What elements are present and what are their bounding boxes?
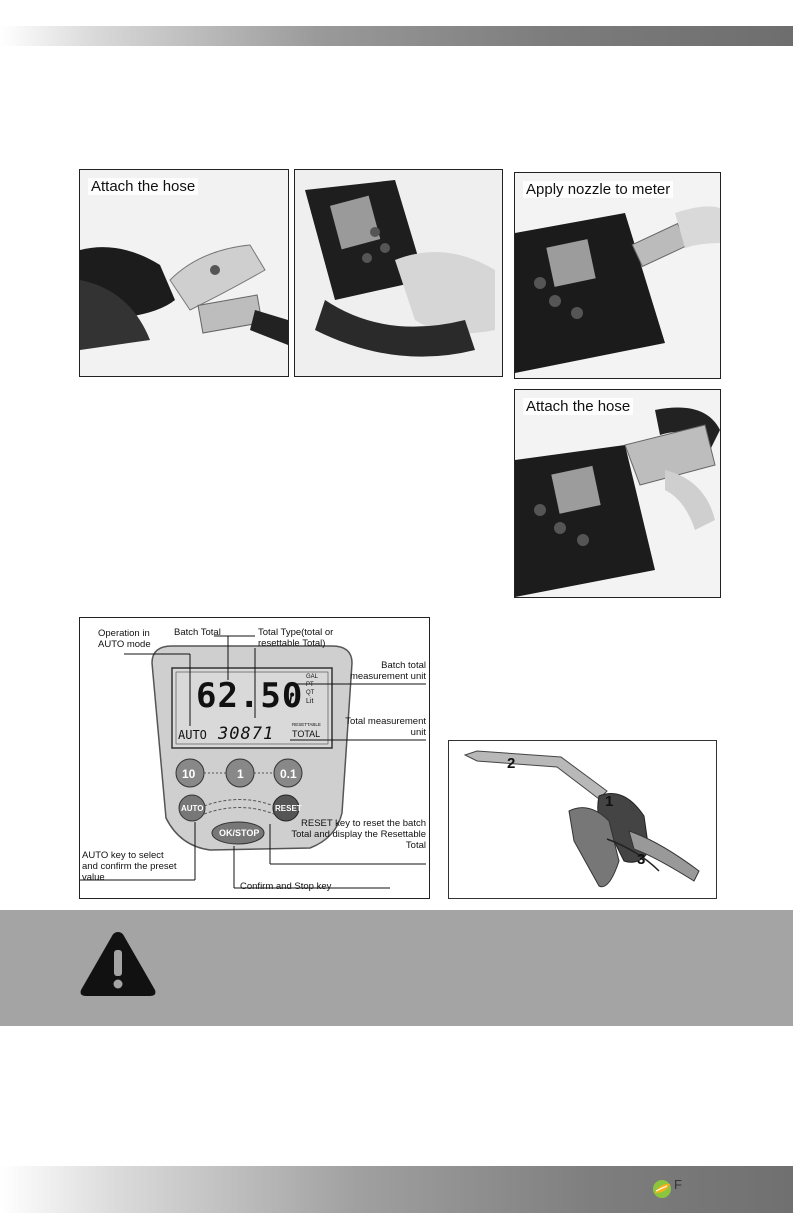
photo1-caption: Attach the hose bbox=[88, 178, 199, 195]
nozzle-label-3: 3 bbox=[637, 851, 646, 868]
nozzle-drawing bbox=[463, 750, 700, 888]
lcd-unit-lit: Lit bbox=[306, 698, 314, 705]
photo-attach-hose-1: Attach the hose bbox=[79, 169, 289, 377]
annotation-total-unit: Total measurement unit bbox=[345, 716, 426, 738]
attach-hose-wrench-photo bbox=[515, 390, 720, 597]
photo-attach-hose-2: Attach the hose bbox=[514, 389, 721, 598]
lcd-batch-value: 62.50 bbox=[196, 676, 304, 716]
lcd-unit-qt: QT bbox=[306, 690, 315, 696]
meter-grip-photo bbox=[295, 170, 502, 376]
nozzle-label-2: 2 bbox=[507, 755, 516, 772]
annotation-operation-auto: Operation in AUTO mode bbox=[98, 628, 151, 650]
lcd-unit-pt: PT bbox=[306, 682, 314, 688]
lcd-total-value: 30871 bbox=[218, 724, 275, 744]
lcd-total-type: TOTAL bbox=[292, 729, 321, 739]
key-10: 10 bbox=[182, 767, 196, 781]
annotation-total-type: Total Type(total or resettable Total) bbox=[258, 627, 334, 649]
annotation-batch-total: Batch Total bbox=[174, 627, 221, 638]
warning-triangle-icon bbox=[80, 932, 156, 996]
meter-display-diagram: Operation in AUTO mode Batch Total Total… bbox=[79, 617, 430, 899]
header-bar bbox=[0, 26, 793, 46]
nozzle-label-1: 1 bbox=[605, 793, 614, 810]
key-ok-stop: OK/STOP bbox=[219, 828, 260, 838]
annotation-reset-key: RESET key to reset the batch Total and d… bbox=[291, 818, 426, 851]
photo3-caption: Apply nozzle to meter bbox=[523, 181, 674, 198]
annotation-confirm-stop: Confirm and Stop key bbox=[240, 881, 332, 892]
key-auto: AUTO bbox=[181, 804, 204, 813]
lcd-mode: AUTO bbox=[178, 728, 207, 742]
nozzle-diagram: 1 2 3 bbox=[448, 740, 717, 899]
lcd-total-type-small: RESETTABLE bbox=[292, 722, 321, 727]
lcd-unit-gal: GAL bbox=[306, 674, 319, 680]
photo-apply-nozzle: Apply nozzle to meter bbox=[514, 172, 721, 379]
apply-nozzle-photo bbox=[515, 173, 720, 378]
photo4-caption: Attach the hose bbox=[523, 398, 634, 415]
annotation-auto-key: AUTO key to select and confirm the prese… bbox=[82, 850, 177, 883]
key-1: 1 bbox=[237, 767, 244, 781]
nozzle-hose-photo bbox=[80, 170, 288, 376]
footer-brand: F bbox=[652, 1177, 692, 1199]
warning-band bbox=[0, 910, 793, 1026]
leaf-globe-icon bbox=[653, 1180, 671, 1198]
meter-body-drawing bbox=[80, 635, 426, 889]
key-0-1: 0.1 bbox=[280, 767, 297, 781]
photo-meter-grip bbox=[294, 169, 503, 377]
lcd-batch-unit: L bbox=[288, 690, 299, 710]
brand-letter: F bbox=[674, 1177, 682, 1192]
annotation-batch-unit: Batch total measurement unit bbox=[349, 660, 426, 682]
key-reset: RESET bbox=[275, 804, 302, 813]
